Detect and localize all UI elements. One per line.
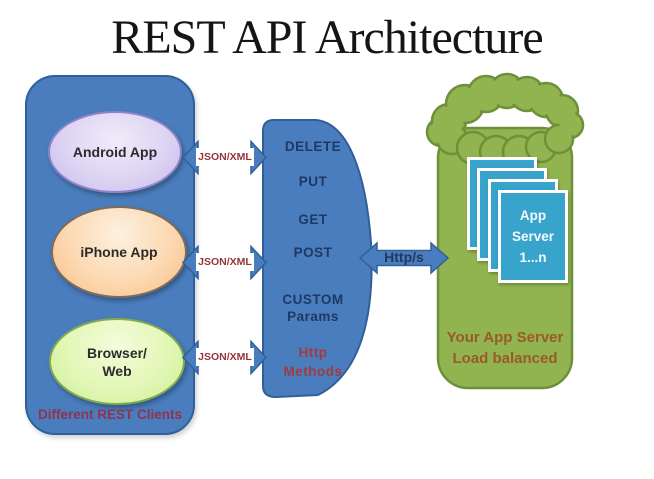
- json-xml-label-android: JSON/XML: [196, 148, 254, 166]
- server-caption: Your App Server Load balanced: [438, 327, 572, 369]
- server-caption-line2: Load balanced: [452, 350, 558, 367]
- method-put: PUT: [298, 174, 328, 189]
- client-iphone-app-label: iPhone App: [80, 244, 158, 260]
- client-iphone-app: iPhone App: [51, 206, 187, 298]
- https-label: Http/s: [384, 249, 424, 265]
- server-caption-line1: Your App Server: [446, 329, 564, 346]
- client-browser-web-label-line1: Browser/: [87, 344, 147, 361]
- method-custom-line2: Params: [287, 309, 339, 324]
- method-post: POST: [293, 245, 333, 260]
- client-browser-web: Browser/ Web: [49, 318, 185, 405]
- method-get: GET: [298, 212, 328, 227]
- method-custom-line1: CUSTOM: [282, 292, 344, 307]
- clients-panel-caption: Different REST Clients: [37, 407, 183, 422]
- app-server-card-front: App Server 1...n: [498, 190, 568, 283]
- client-android-app: Android App: [48, 111, 182, 193]
- http-methods-caption-line2: Methods: [283, 364, 343, 379]
- json-xml-label-browser: JSON/XML: [196, 348, 254, 366]
- clients-panel: Android App iPhone App Browser/ Web Diff…: [25, 75, 195, 435]
- http-methods-caption-line1: Http: [298, 345, 328, 360]
- app-server-card-line3: 1...n: [519, 250, 547, 265]
- client-android-app-label: Android App: [72, 144, 158, 160]
- diagram-title: REST API Architecture: [111, 11, 543, 64]
- app-server-card-line2: Server: [511, 229, 555, 244]
- https-arrow: [358, 241, 450, 275]
- app-server-card-line1: App: [519, 208, 547, 223]
- json-xml-label-iphone: JSON/XML: [196, 253, 254, 271]
- methods-shape: [262, 119, 373, 399]
- client-browser-web-label-line2: Web: [102, 362, 132, 379]
- method-delete: DELETE: [284, 139, 342, 154]
